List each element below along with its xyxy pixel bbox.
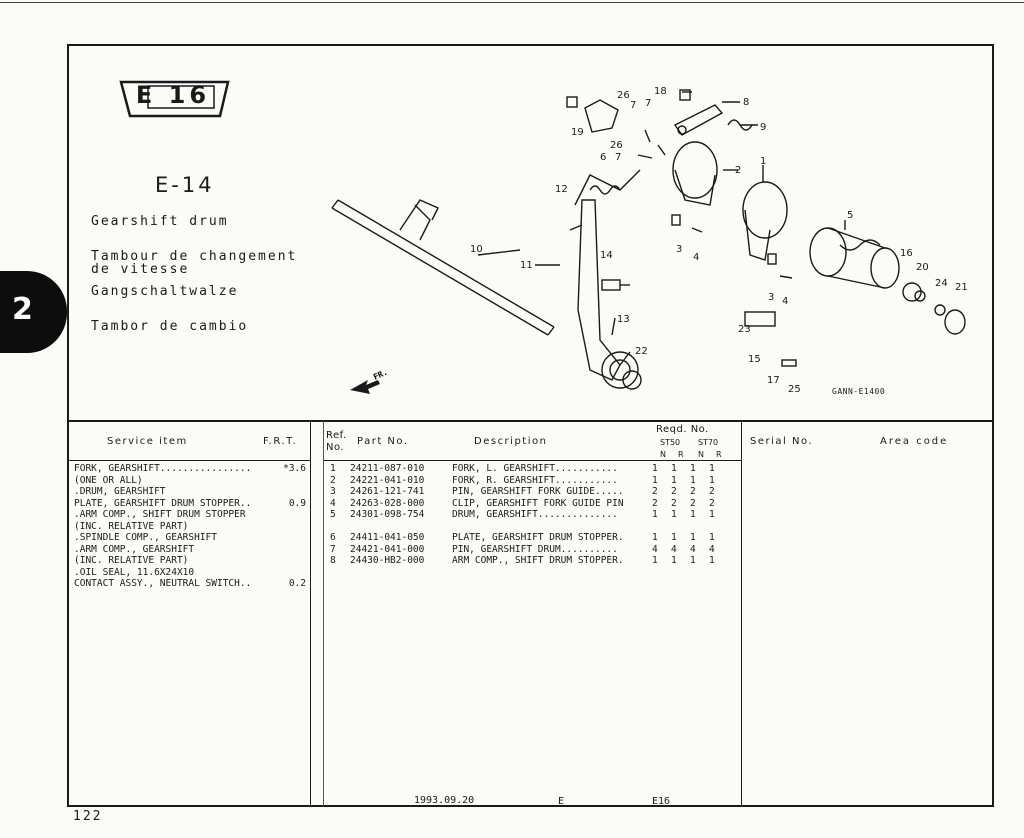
service-header-rule bbox=[69, 460, 310, 461]
callout-24: 24 bbox=[935, 278, 948, 289]
section-badge bbox=[119, 80, 230, 118]
callout-4b: 4 bbox=[782, 296, 788, 307]
callout-26b: 26 bbox=[610, 140, 623, 151]
exploded-parts-diagram: FR. 1 2 3 4 5 6 7 7 7 8 9 10 11 12 13 14… bbox=[331, 86, 968, 395]
section-badge-text: E 16 bbox=[135, 81, 211, 109]
ref-col-line bbox=[323, 421, 324, 806]
callout-2: 2 bbox=[735, 165, 741, 176]
footer-page-code: E16 bbox=[652, 796, 671, 807]
section-tab bbox=[0, 271, 67, 353]
service-item: (ONE OR ALL) bbox=[74, 474, 143, 486]
service-item: FORK, GEARSHIFT................*3.6 bbox=[74, 463, 306, 474]
callout-8: 8 bbox=[743, 97, 749, 108]
title-fr-2: de vitesse bbox=[91, 262, 190, 277]
service-item: (INC. RELATIVE PART) bbox=[74, 520, 189, 532]
callout-9: 9 bbox=[760, 122, 766, 133]
service-item: .SPINDLE COMP., GEARSHIFT bbox=[74, 532, 217, 543]
callout-13: 13 bbox=[617, 314, 630, 325]
callout-15: 15 bbox=[748, 354, 761, 365]
callout-5: 5 bbox=[847, 210, 853, 221]
header-serial-no: Serial No. bbox=[750, 436, 814, 447]
header-n1: N bbox=[660, 450, 666, 459]
callout-23: 23 bbox=[738, 324, 751, 335]
callout-18: 18 bbox=[654, 86, 667, 97]
section-tab-number: 2 bbox=[12, 292, 33, 327]
page-frame bbox=[67, 44, 994, 807]
callout-7c: 7 bbox=[615, 152, 621, 163]
section-code: E-14 bbox=[155, 173, 215, 197]
page-number: 122 bbox=[73, 809, 103, 824]
callout-14: 14 bbox=[600, 250, 613, 261]
callout-11: 11 bbox=[520, 260, 533, 271]
callout-17: 17 bbox=[767, 375, 780, 386]
service-item: (INC. RELATIVE PART) bbox=[74, 555, 189, 566]
title-fr-1: Tambour de changement bbox=[91, 249, 298, 264]
column-divider-service bbox=[310, 421, 311, 806]
title-en: Gearshift drum bbox=[91, 214, 229, 229]
service-item: .DRUM, GEARSHIFT bbox=[74, 486, 166, 497]
callout-19: 19 bbox=[571, 127, 584, 138]
front-arrow-label: FR. bbox=[372, 368, 389, 382]
title-es: Tambor de cambio bbox=[91, 319, 249, 334]
header-reqd-no: Reqd. No. bbox=[656, 424, 709, 435]
header-n2: N bbox=[698, 450, 704, 459]
callout-4: 4 bbox=[693, 252, 699, 263]
footer-date: 1993.09.20 bbox=[414, 795, 475, 806]
callout-26a: 26 bbox=[617, 90, 630, 101]
callout-21: 21 bbox=[955, 282, 968, 293]
callout-16: 16 bbox=[900, 248, 913, 259]
callout-22: 22 bbox=[635, 346, 648, 357]
header-description: Description bbox=[474, 436, 548, 447]
callout-25: 25 bbox=[788, 384, 801, 395]
header-r1: R bbox=[678, 450, 684, 459]
callout-3: 3 bbox=[676, 244, 682, 255]
header-st50: ST50 bbox=[660, 438, 681, 447]
callout-7a: 7 bbox=[630, 100, 636, 111]
service-item: .ARM COMP., SHIFT DRUM STOPPER bbox=[74, 509, 246, 520]
callout-7b: 7 bbox=[645, 98, 651, 109]
parts-header-rule bbox=[323, 460, 741, 461]
header-part-no: Part No. bbox=[357, 436, 409, 447]
callout-1: 1 bbox=[760, 156, 766, 167]
callout-12: 12 bbox=[555, 184, 568, 195]
callout-10: 10 bbox=[470, 244, 483, 255]
top-edge-line bbox=[0, 2, 1024, 3]
callout-3b: 3 bbox=[768, 292, 774, 303]
service-item: CONTACT ASSY., NEUTRAL SWITCH..0.2 bbox=[74, 578, 306, 589]
service-item: .OIL SEAL, 11.6X24X10 bbox=[74, 566, 195, 578]
header-no: No. bbox=[326, 442, 345, 453]
diagram-code: GANN-E1400 bbox=[832, 387, 886, 396]
header-ref: Ref. bbox=[326, 430, 347, 441]
column-divider-parts bbox=[741, 421, 742, 806]
header-frt: F.R.T. bbox=[263, 436, 298, 447]
service-item: PLATE, GEARSHIFT DRUM STOPPER..0.9 bbox=[74, 497, 306, 509]
header-service-item: Service item bbox=[107, 436, 188, 447]
table-divider bbox=[67, 420, 994, 422]
callout-6: 6 bbox=[600, 152, 606, 163]
footer-area: E bbox=[558, 796, 565, 807]
title-de: Gangschaltwalze bbox=[91, 284, 239, 299]
header-st70: ST70 bbox=[698, 438, 719, 447]
callout-20: 20 bbox=[916, 262, 929, 273]
header-area-code: Area code bbox=[880, 436, 949, 447]
front-arrow-icon bbox=[350, 380, 380, 394]
header-r2: R bbox=[716, 450, 722, 459]
service-item: .ARM COMP., GEARSHIFT bbox=[74, 543, 195, 555]
